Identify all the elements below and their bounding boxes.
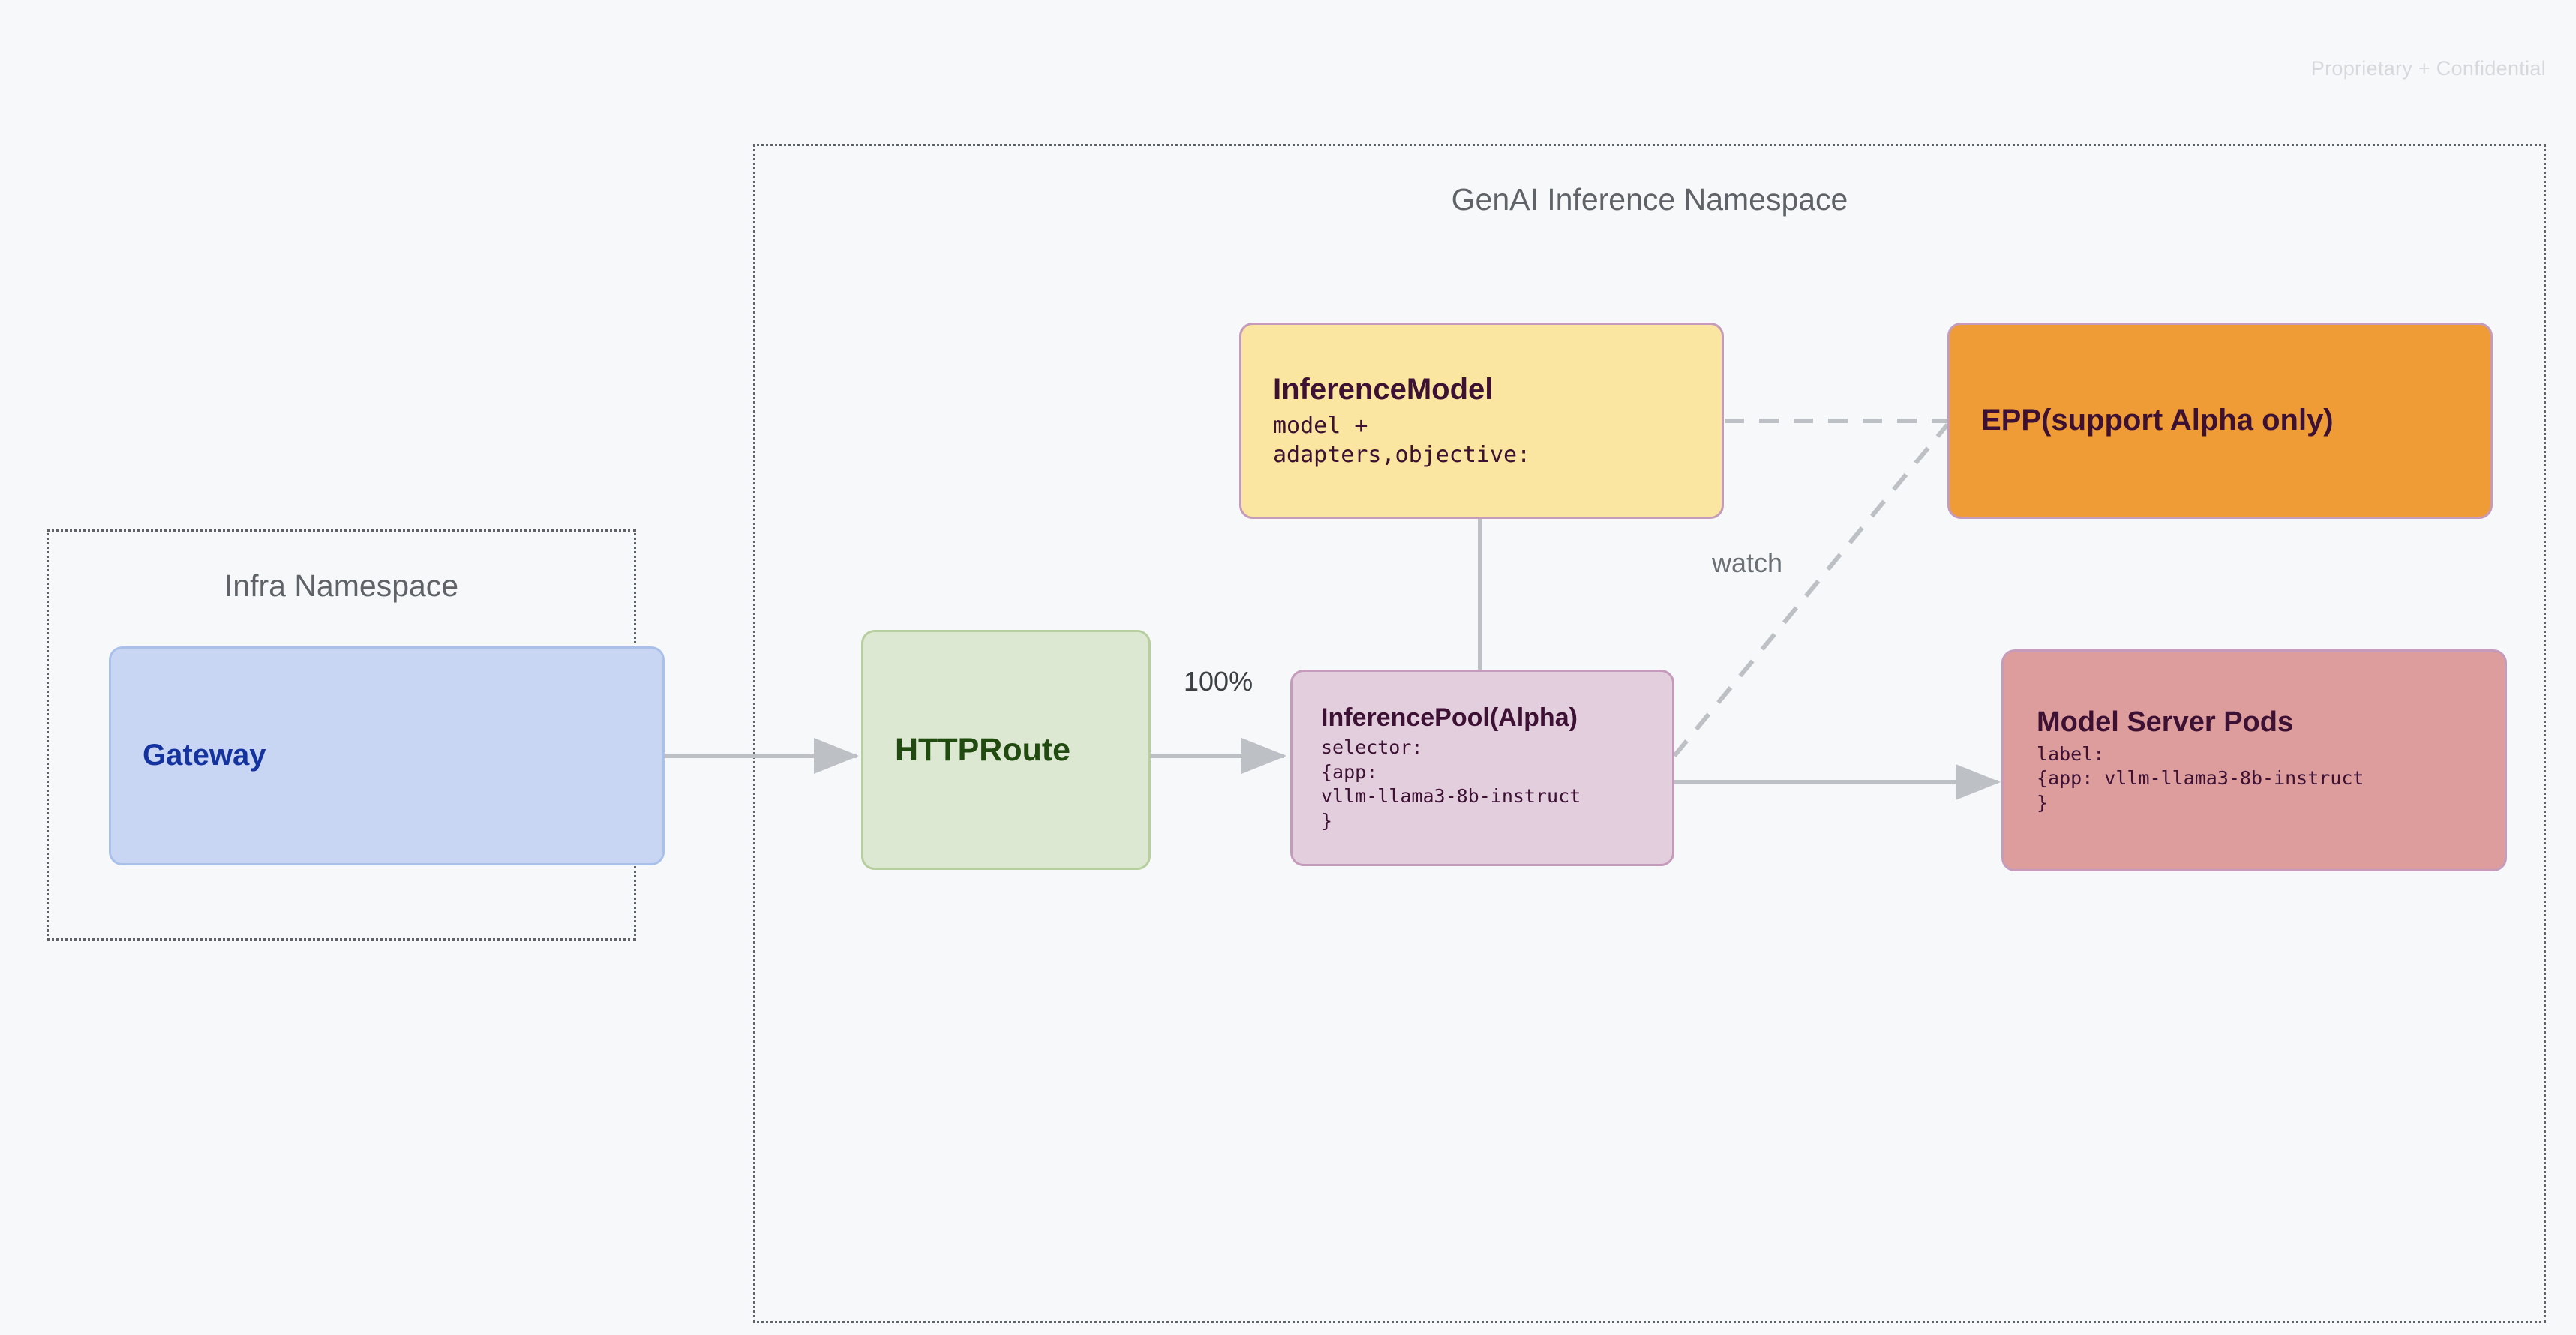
- edge-label-watch: watch: [1712, 548, 1783, 578]
- node-inference-pool-title: InferencePool(Alpha): [1321, 703, 1578, 732]
- node-model-server-pods[interactable]: Model Server Pods label: {app: vllm-llam…: [2001, 650, 2507, 872]
- namespace-genai: [753, 144, 2546, 1323]
- node-inference-pool-spec: selector: {app: vllm-llama3-8b-instruct …: [1321, 736, 1581, 832]
- node-epp-title: EPP(support Alpha only): [1981, 404, 2334, 437]
- node-epp[interactable]: EPP(support Alpha only): [1947, 322, 2493, 519]
- proprietary-watermark: Proprietary + Confidential: [2310, 57, 2546, 80]
- node-httproute[interactable]: HTTPRoute: [861, 630, 1151, 870]
- node-httproute-title: HTTPRoute: [895, 731, 1071, 768]
- node-inference-pool[interactable]: InferencePool(Alpha) selector: {app: vll…: [1290, 670, 1674, 866]
- node-gateway[interactable]: Gateway: [109, 646, 665, 866]
- edge-label-100-percent: 100%: [1184, 666, 1253, 697]
- node-model-server-pods-spec: label: {app: vllm-llama3-8b-instruct }: [2037, 742, 2364, 814]
- node-inference-model-spec: model + adapters,objective:: [1273, 412, 1531, 468]
- node-inference-model[interactable]: InferenceModel model + adapters,objectiv…: [1239, 322, 1724, 519]
- node-gateway-title: Gateway: [143, 739, 266, 772]
- node-model-server-pods-title: Model Server Pods: [2037, 706, 2294, 738]
- namespace-genai-label: GenAI Inference Namespace: [1451, 182, 1848, 217]
- node-inference-model-title: InferenceModel: [1273, 373, 1494, 406]
- namespace-infra-label: Infra Namespace: [224, 568, 459, 603]
